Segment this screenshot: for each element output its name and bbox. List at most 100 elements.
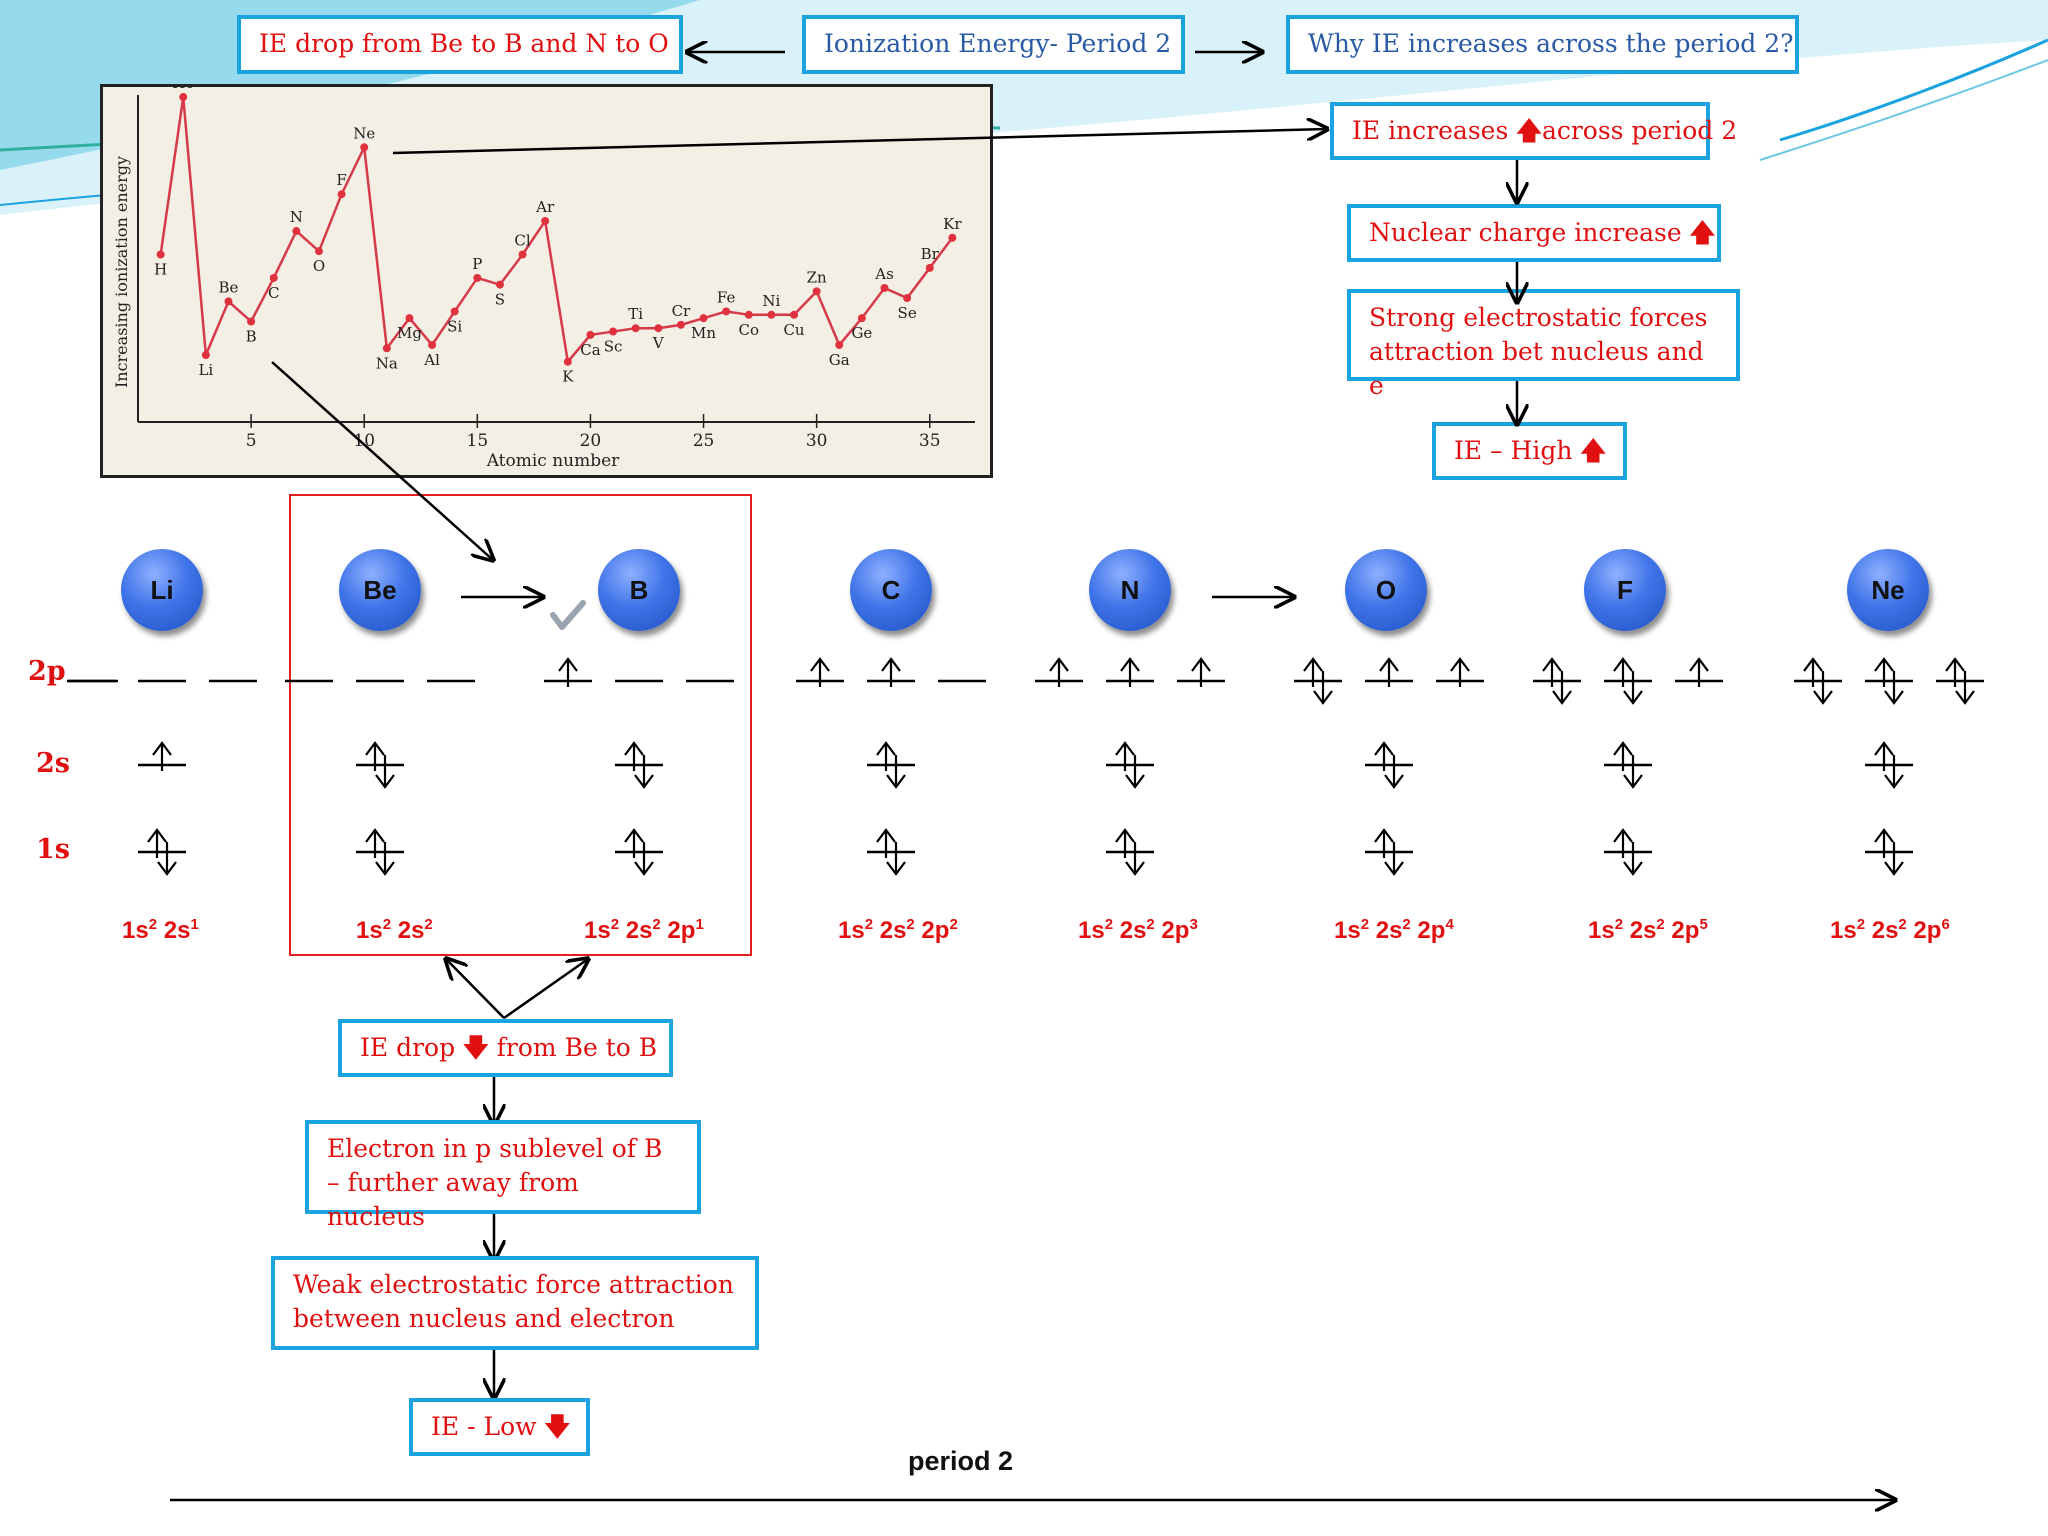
point-label: P <box>472 255 482 273</box>
orbital-2s <box>138 741 186 771</box>
ie-point <box>654 324 663 333</box>
x-tick-label: 30 <box>806 431 828 451</box>
orbital-1s <box>138 828 186 876</box>
ie-series-line <box>159 96 954 365</box>
orbital-1s <box>356 828 404 876</box>
orbital-2s <box>615 741 663 789</box>
point-label: Fe <box>717 288 736 306</box>
config-n: 1s2 2s2 2p3 <box>1078 916 1198 944</box>
orbital-2s <box>867 741 915 789</box>
atom-c: C <box>850 549 932 631</box>
ie-point <box>292 227 301 236</box>
orbital-1s <box>1365 828 1413 876</box>
atom-o: O <box>1345 549 1427 631</box>
ie-increases-text-b: across period 2 <box>1541 116 1738 145</box>
x-tick-label: 20 <box>580 431 602 451</box>
ie-point <box>790 310 799 319</box>
arrow-to-b-config <box>503 959 588 1020</box>
point-label: Co <box>739 321 760 339</box>
box-ie-increases: IE increases 🡅across period 2 <box>1330 102 1737 160</box>
arrow-to-be-config <box>446 959 505 1019</box>
strong-forces-line1: Strong electrostatic forces <box>1369 303 1708 332</box>
red-up-arrow-icon: 🡅 <box>1689 218 1716 247</box>
config-o: 1s2 2s2 2p4 <box>1334 916 1454 944</box>
x-tick-label: 5 <box>246 431 257 451</box>
point-label: Ti <box>628 305 643 323</box>
atom-ne: Ne <box>1847 549 1929 631</box>
orbital-2s <box>356 741 404 789</box>
ie-point <box>586 330 595 339</box>
ie-point <box>880 284 889 292</box>
y-axis-title: Increasing ionization energy <box>112 156 131 388</box>
orbital-2p <box>1533 657 1581 705</box>
box-ie-drop-title: IE drop from Be to B and N to O <box>237 15 683 74</box>
ie-point <box>314 247 323 256</box>
box-why-ie-title: Why IE increases across the period 2? <box>1286 15 1799 74</box>
point-label: K <box>562 368 574 386</box>
ie-point <box>631 324 640 333</box>
ie-point <box>201 351 210 359</box>
point-label: S <box>495 291 505 309</box>
point-label: Kr <box>943 215 962 233</box>
ie-point <box>473 273 482 282</box>
config-li: 1s2 2s1 <box>122 916 199 944</box>
nuclear-charge-text: Nuclear charge increase <box>1369 218 1690 247</box>
point-label: V <box>652 334 665 352</box>
point-label: Se <box>898 304 917 322</box>
point-label: Ni <box>762 292 780 310</box>
ie-point <box>699 314 708 323</box>
orbital-2p <box>1936 657 1984 705</box>
orbital-2p <box>544 657 592 687</box>
ie-point <box>495 280 504 289</box>
ie-point <box>767 310 776 319</box>
point-label: Mg <box>397 324 422 342</box>
orbital-1s <box>867 828 915 876</box>
orbital-2s <box>1865 741 1913 789</box>
config-ne: 1s2 2s2 2p6 <box>1830 916 1950 944</box>
ie-point <box>405 314 414 323</box>
orbital-2p <box>1794 657 1842 705</box>
orbital-2p <box>1604 657 1652 705</box>
point-label: Li <box>198 361 213 379</box>
orbital-2p <box>867 657 915 687</box>
electron-p-line1: Electron in p sublevel of B <box>327 1134 663 1163</box>
orbital-2p <box>1035 657 1083 687</box>
orbital-1s <box>615 828 663 876</box>
ie-point <box>903 294 912 303</box>
box-ie-low: IE - Low 🡇 <box>409 1398 590 1456</box>
be-b-highlight-box <box>289 494 752 956</box>
x-axis-title: Atomic number <box>486 451 620 471</box>
why-ie-title-text: Why IE increases across the period 2? <box>1308 29 1794 58</box>
x-tick-label: 35 <box>919 431 941 451</box>
box-electron-p: Electron in p sublevel of B – further aw… <box>305 1120 701 1231</box>
red-up-arrow-icon: 🡅 <box>1580 436 1607 465</box>
checkmark-icon <box>550 600 586 630</box>
box-ie-drop: IE drop 🡇 from Be to B <box>338 1019 673 1077</box>
level-label-1s: 1s <box>36 834 70 865</box>
point-label: Zn <box>807 268 827 286</box>
ie-low-text: IE - Low <box>431 1412 545 1441</box>
orbital-2p <box>796 657 844 687</box>
ie-point <box>428 340 437 349</box>
point-label: Ca <box>580 341 600 359</box>
point-label: B <box>246 328 257 346</box>
ie-point <box>722 307 731 316</box>
ie-point <box>857 314 866 323</box>
ie-point <box>835 340 844 349</box>
box-nuclear-charge: Nuclear charge increase 🡅 <box>1347 204 1721 262</box>
point-label: Br <box>921 245 940 263</box>
orbital-2p <box>1177 657 1225 687</box>
atom-f: F <box>1584 549 1666 631</box>
ie-point <box>450 307 459 316</box>
point-label: F <box>336 171 346 189</box>
point-label: Cr <box>672 302 691 320</box>
ie-point <box>518 250 527 259</box>
ie-increases-text-a: IE increases <box>1352 116 1517 145</box>
atom-be: Be <box>339 549 421 631</box>
strong-forces-line2: attraction bet nucleus and e <box>1369 337 1704 400</box>
orbital-2p <box>1365 657 1413 687</box>
electron-p-line2: – further away from nucleus <box>327 1168 579 1231</box>
orbital-1s <box>1865 828 1913 876</box>
